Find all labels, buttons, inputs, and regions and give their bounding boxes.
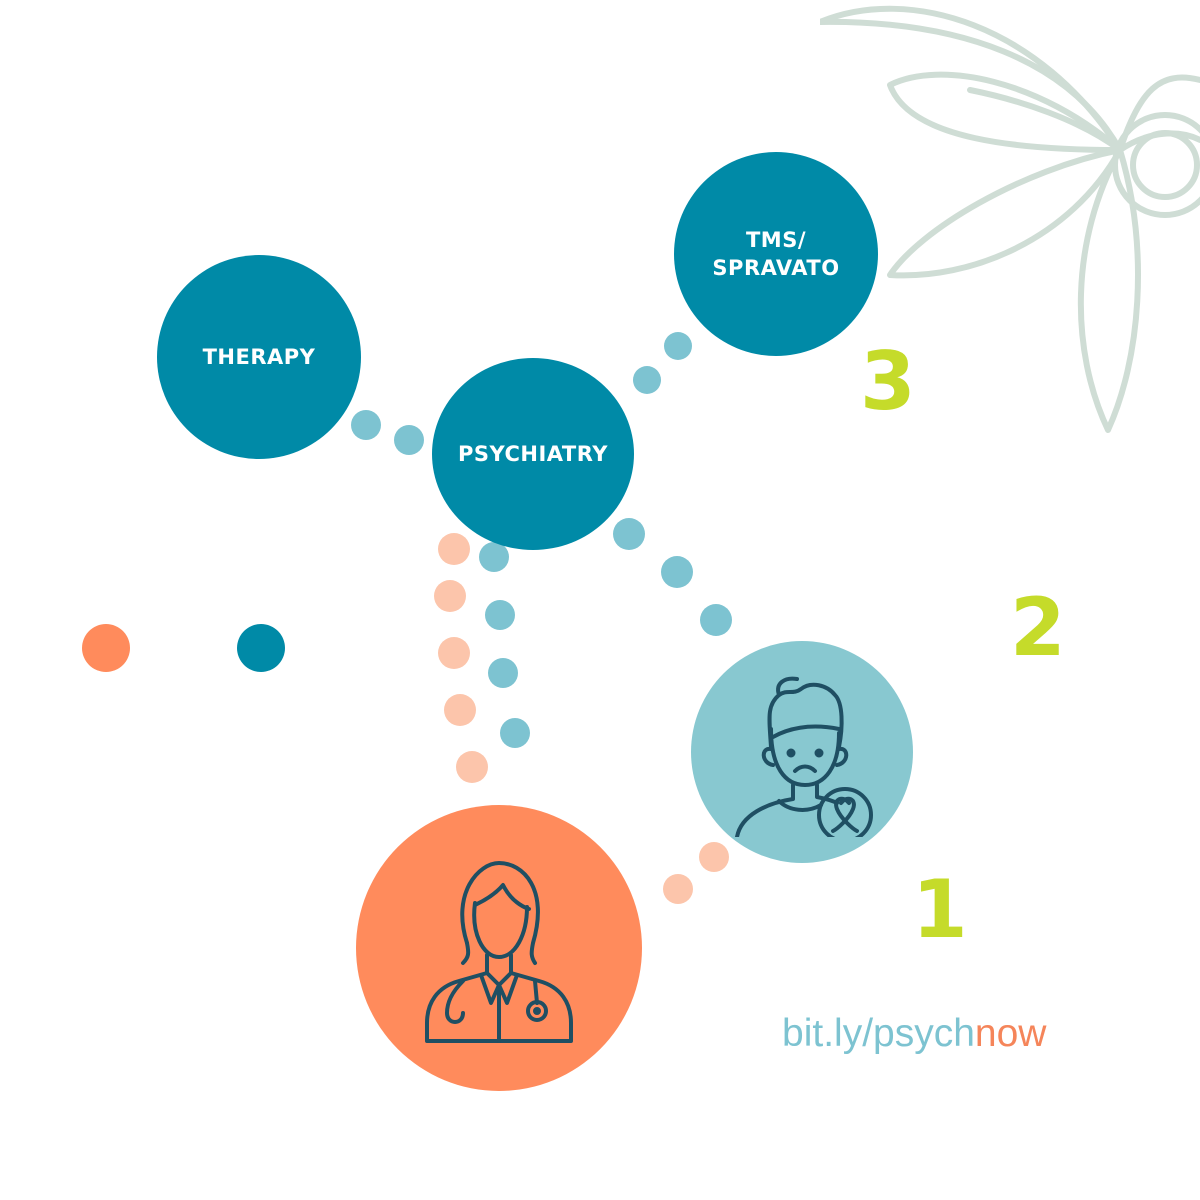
connector-dot — [633, 366, 661, 394]
connector-dot — [485, 600, 515, 630]
connector-dot — [394, 425, 424, 455]
connector-dot — [438, 533, 470, 565]
doctor-circle — [356, 805, 642, 1091]
step-number-one: 1 — [912, 863, 968, 956]
female-doctor-icon — [425, 861, 573, 1043]
step-number-two: 2 — [1010, 581, 1066, 674]
connector-dot — [699, 842, 729, 872]
legend-dot-teal — [237, 624, 285, 672]
connector-dot — [661, 556, 693, 588]
node-tms-spravato: TMS/ SPRAVATO — [674, 152, 878, 356]
patient-circle — [691, 641, 913, 863]
node-therapy: THERAPY — [157, 255, 361, 459]
legend-dot-orange — [82, 624, 130, 672]
connector-dot — [664, 332, 692, 360]
connector-dot — [438, 637, 470, 669]
url-link[interactable]: bit.ly/psychnow — [782, 1012, 1046, 1056]
node-psychiatry: PSYCHIATRY — [432, 358, 634, 550]
connector-dot — [488, 658, 518, 688]
sad-patient-ribbon-icon — [735, 676, 873, 837]
url-prefix: bit.ly/psych — [782, 1012, 975, 1055]
connector-dot — [456, 751, 488, 783]
step-number-three: 3 — [860, 335, 916, 428]
connector-dot — [479, 542, 509, 572]
connector-dot — [434, 580, 466, 612]
url-highlight: now — [974, 1012, 1047, 1055]
connector-dot — [500, 718, 530, 748]
connector-dot — [351, 410, 381, 440]
connector-dot — [444, 694, 476, 726]
connector-dot — [700, 604, 732, 636]
connector-dot — [613, 518, 645, 550]
lotus-outline-icon — [820, 5, 1200, 433]
connector-dot — [663, 874, 693, 904]
